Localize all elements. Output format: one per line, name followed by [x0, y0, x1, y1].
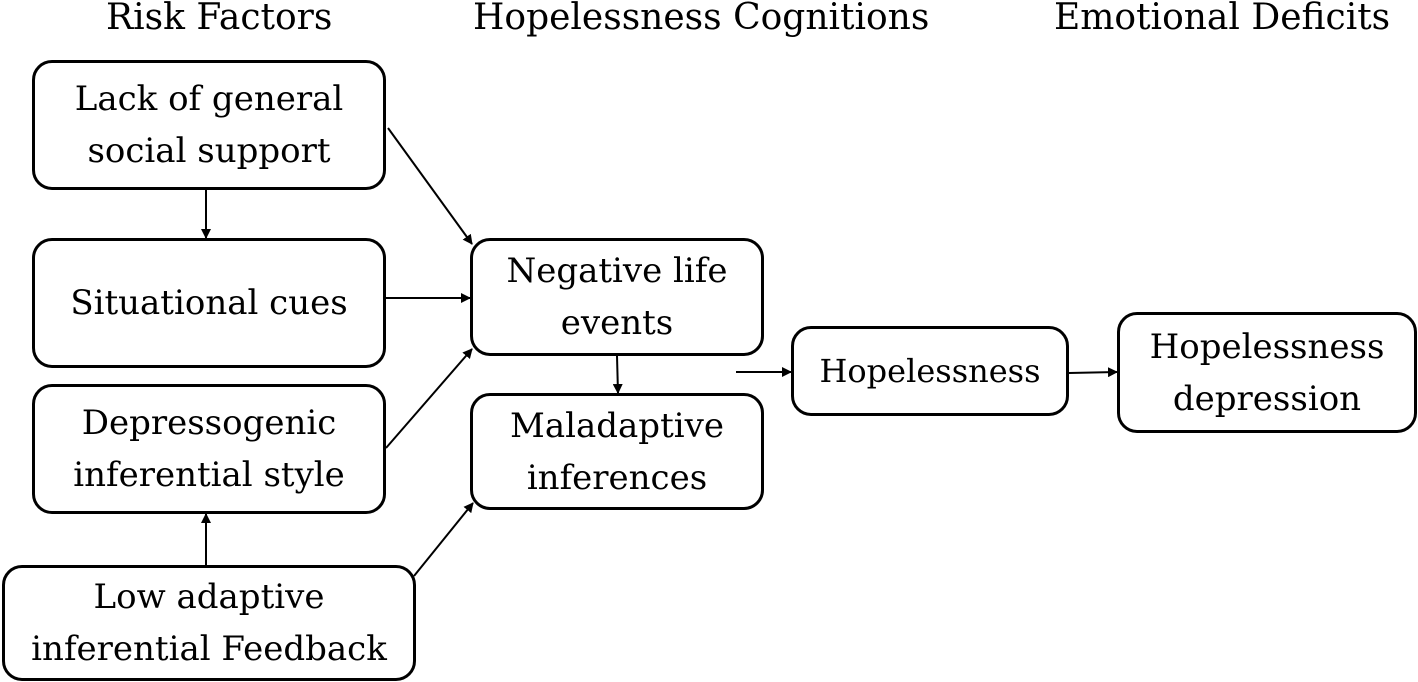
node-negative-life-events: Negative life events: [470, 238, 764, 356]
node-hopelessness-depression: Hopelessness depression: [1117, 312, 1417, 433]
node-lack-of-social-support: Lack of general social support: [32, 60, 386, 190]
node-situational-cues: Situational cues: [32, 238, 386, 368]
node-label: Hopelessness: [819, 352, 1041, 390]
node-hopelessness: Hopelessness: [791, 326, 1069, 416]
header-emotional-deficits: Emotional Deficits: [1054, 0, 1391, 38]
node-label: Negative life events: [506, 251, 728, 343]
header-risk-factors: Risk Factors: [106, 0, 333, 38]
arrow-hopelessness-to-depression: [1068, 367, 1118, 378]
header-hopelessness-cognitions: Hopelessness Cognitions: [473, 0, 930, 38]
arrow-style-to-events: [385, 348, 473, 449]
node-maladaptive-inferences: Maladaptive inferences: [470, 393, 764, 510]
node-label: Maladaptive inferences: [510, 405, 724, 498]
node-label: Depressogenic inferential style: [73, 403, 345, 495]
node-label: Low adaptive inferential Feedback: [31, 577, 387, 669]
node-label: Lack of general social support: [74, 79, 344, 171]
arrow-events-to-inferences: [612, 355, 623, 394]
node-depressogenic-inferential-style: Depressogenic inferential style: [32, 384, 386, 514]
node-label: Situational cues: [70, 283, 348, 323]
arrow-feedback-to-inferences: [413, 502, 474, 577]
node-label: Hopelessness depression: [1149, 326, 1385, 419]
arrow-support-to-events: [387, 127, 473, 245]
node-low-adaptive-inferential-feedback: Low adaptive inferential Feedback: [2, 565, 416, 681]
